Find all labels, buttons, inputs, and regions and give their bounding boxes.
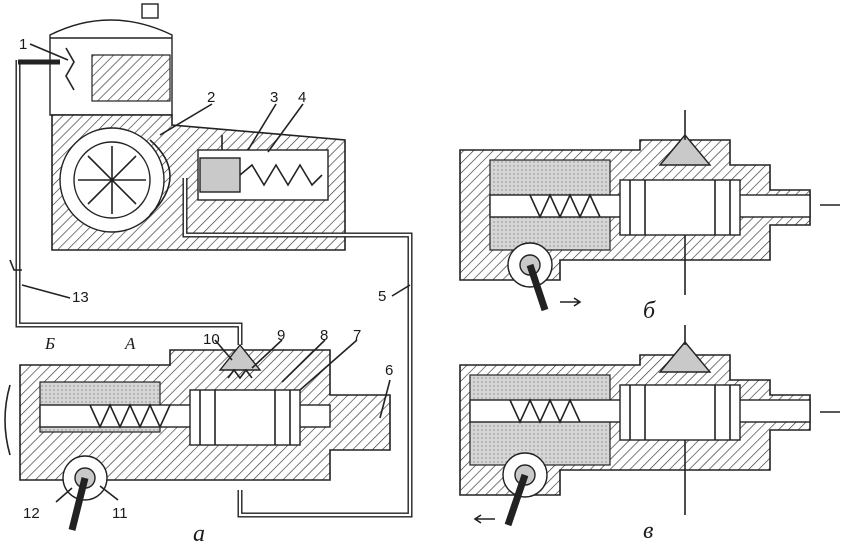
caption-a: а <box>193 521 205 545</box>
caption-v: в <box>643 518 653 544</box>
steering-gear-b <box>459 110 840 312</box>
label-8: 8 <box>320 327 328 344</box>
leader-lines <box>21 43 411 503</box>
steering-gear-v <box>459 325 840 527</box>
label-13: 13 <box>72 289 89 306</box>
flow-control-valve <box>197 135 329 201</box>
label-5: 5 <box>378 288 386 305</box>
caption-b: б <box>643 298 656 324</box>
label-3: 3 <box>270 89 278 106</box>
label-1: 1 <box>19 36 27 53</box>
label-12: 12 <box>23 505 40 522</box>
label-10: 10 <box>203 331 220 348</box>
label-chamber-a: А <box>124 334 136 353</box>
label-6: 6 <box>385 362 393 379</box>
label-9: 9 <box>277 327 285 344</box>
label-11: 11 <box>112 505 128 522</box>
steering-gear-a <box>4 343 391 531</box>
label-7: 7 <box>353 327 361 344</box>
label-4: 4 <box>298 89 306 106</box>
reservoir <box>49 3 173 116</box>
label-chamber-b: Б <box>44 334 55 353</box>
label-2: 2 <box>207 89 215 106</box>
